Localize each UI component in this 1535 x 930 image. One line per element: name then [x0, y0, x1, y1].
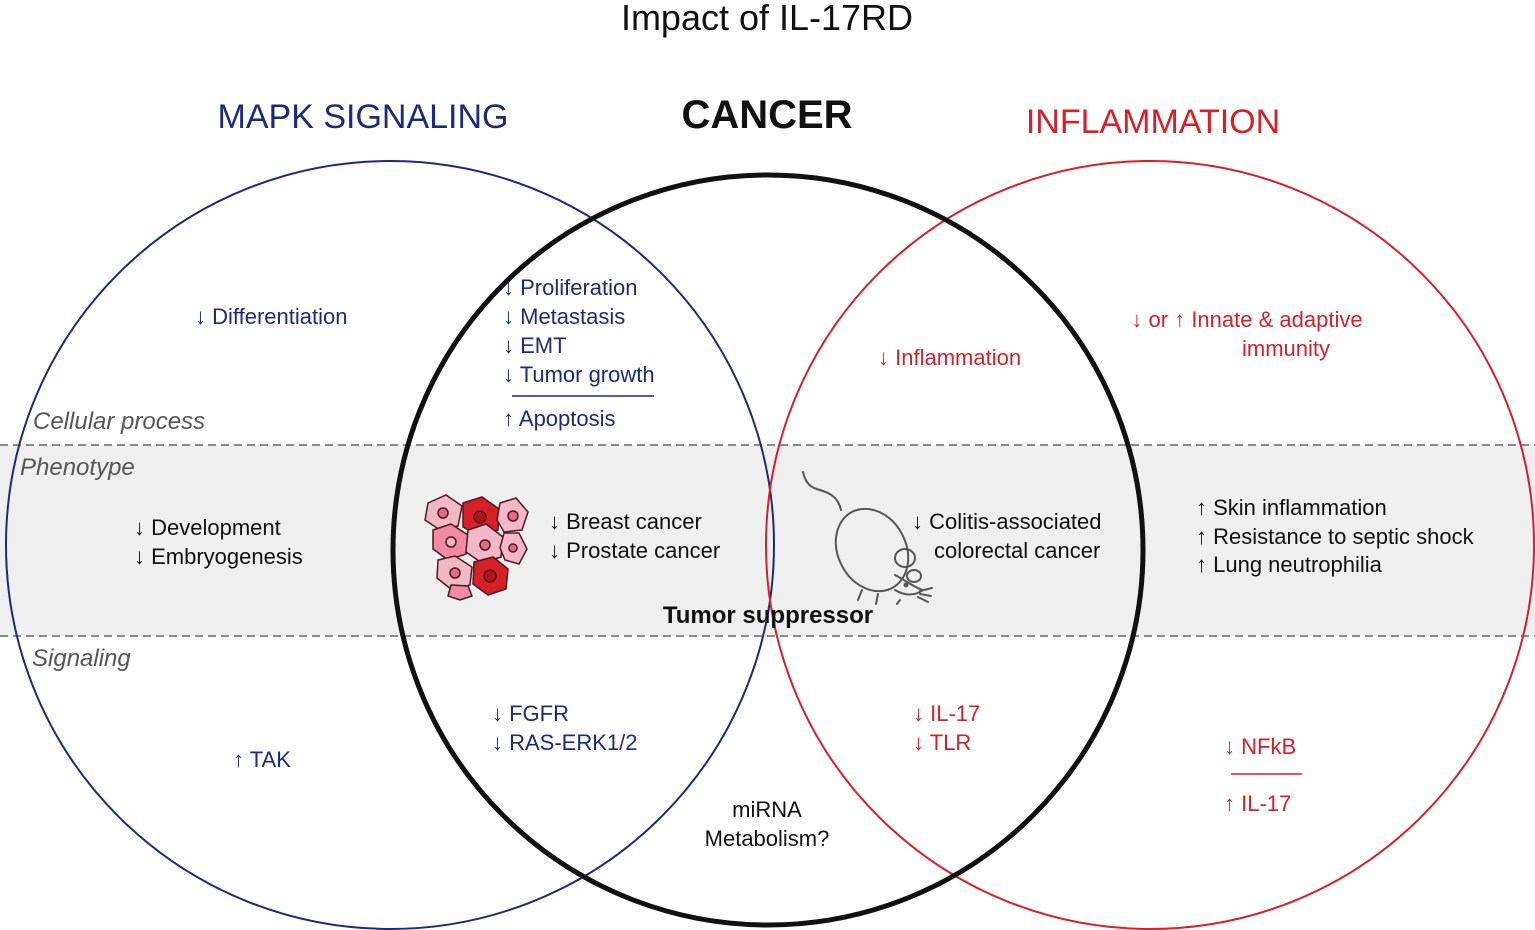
signaling-mapk-only: ↑ TAK	[233, 747, 291, 772]
signaling-cancer-inflammation-item: ↓ IL-17	[913, 701, 980, 726]
phenotype-cancer-inflammation-item: ↓ Colitis-associated	[912, 509, 1102, 534]
signaling-nfkb: ↓ NFkB	[1224, 734, 1296, 759]
phenotype-cancer-inflammation-item: colorectal cancer	[934, 538, 1100, 563]
inflammation-circle	[765, 160, 1535, 930]
page-title: Impact of IL-17RD	[621, 0, 913, 38]
section-label-signaling: Signaling	[32, 645, 131, 672]
tumor-suppressor-label: Tumor suppressor	[663, 602, 873, 629]
cancer-circle	[390, 172, 1146, 928]
phenotype-mapk-item: ↓ Embryogenesis	[134, 544, 303, 569]
mapk-circle	[5, 160, 775, 930]
signaling-cancer-inflammation-item: ↓ TLR	[913, 730, 971, 755]
signaling-cancer-only-item: Metabolism?	[705, 826, 830, 851]
cellular-mapk-only: ↓ Differentiation	[195, 304, 347, 329]
header-cancer: CANCER	[681, 93, 852, 137]
cellular-inflammation-only-line2: immunity	[1242, 336, 1330, 361]
header-inflammation: INFLAMMATION	[1026, 103, 1280, 141]
phenotype-inflammation-item: ↑ Resistance to septic shock	[1196, 524, 1475, 549]
phenotype-mapk-cancer-item: ↓ Prostate cancer	[549, 538, 720, 563]
section-label-cellular: Cellular process	[33, 408, 205, 435]
cellular-inflammation-only-line1: ↓ or ↑ Innate & adaptive	[1131, 307, 1362, 332]
list-item: ↓ Tumor growth	[503, 362, 655, 387]
cellular-apoptosis: ↑ Apoptosis	[503, 406, 616, 431]
phenotype-mapk-item: ↓ Development	[134, 515, 281, 540]
signaling-mapk-cancer-item: ↓ RAS-ERK1/2	[492, 730, 638, 755]
signaling-il17: ↑ IL-17	[1224, 791, 1291, 816]
signaling-cancer-only-item: miRNA	[732, 797, 802, 822]
phenotype-inflammation-item: ↑ Lung neutrophilia	[1196, 552, 1383, 577]
mouse-icon	[802, 471, 933, 605]
list-item: ↓ EMT	[503, 333, 567, 358]
list-item: ↓ Proliferation	[503, 275, 638, 300]
signaling-mapk-cancer-item: ↓ FGFR	[492, 701, 569, 726]
section-label-phenotype: Phenotype	[20, 454, 135, 481]
list-item: ↓ Metastasis	[503, 304, 625, 329]
cellular-cancer-inflammation: ↓ Inflammation	[878, 345, 1021, 370]
tumor-cells-icon	[424, 494, 529, 601]
cellular-mapk-cancer-list: ↓ Proliferation ↓ Metastasis ↓ EMT ↓ Tum…	[503, 275, 655, 387]
header-mapk: MAPK SIGNALING	[218, 98, 509, 136]
phenotype-mapk-cancer-item: ↓ Breast cancer	[549, 509, 702, 534]
phenotype-inflammation-item: ↑ Skin inflammation	[1196, 495, 1387, 520]
